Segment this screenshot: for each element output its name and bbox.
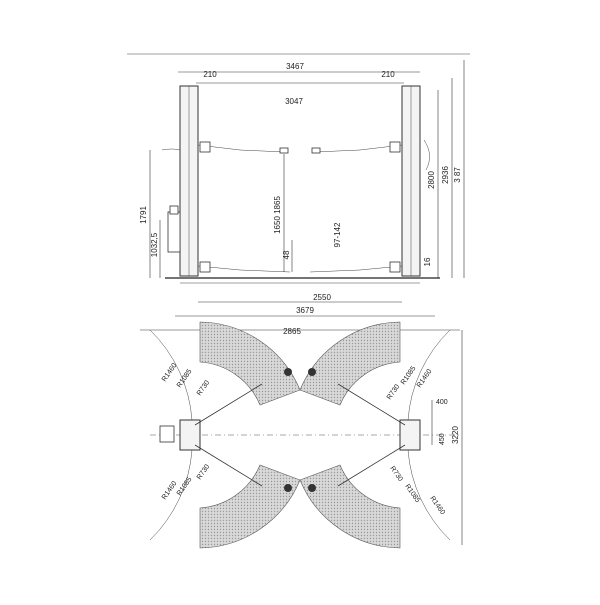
right-pad-upper: [311, 147, 321, 154]
left-arm-upper: [197, 144, 286, 153]
label-r-right-top-mid: R1085: [400, 365, 418, 386]
label-r-right-bot-inner: R730: [388, 465, 403, 483]
dim-min-height-a: 48: [282, 250, 291, 259]
motor-cap: [169, 205, 179, 215]
dim-swing-width: 2865: [283, 327, 301, 336]
label-r-left-bot-outer: R1460: [161, 480, 179, 501]
label-r-left-bot-inner: R730: [196, 463, 211, 481]
pad-right-top: [308, 368, 316, 376]
left-arm-lower: [197, 265, 291, 273]
right-arm-lower: [309, 265, 403, 273]
left-pad-upper: [279, 147, 289, 154]
label-r-left-top-inner: R730: [196, 379, 211, 397]
label-r-left-bot-mid: R1085: [176, 476, 194, 497]
label-r-right-bot-outer: R1460: [428, 495, 446, 516]
arm-left-bottom: [194, 444, 263, 487]
label-r-right-top-inner: R730: [386, 383, 401, 401]
arm-left-top: [194, 383, 263, 426]
motor-top-view: [159, 425, 175, 443]
label-r-left-top-outer: R1460: [161, 362, 179, 383]
arc-left-top-outer: [149, 329, 193, 421]
dim-total-height-b: 2936: [441, 166, 450, 184]
dim-depth-b: 450: [439, 433, 446, 445]
arm-right-bottom: [337, 444, 406, 487]
dim-depth-a: 400: [436, 399, 448, 406]
dim-min-height-b: 97-142: [333, 222, 342, 247]
dim-inner-width: 3047: [285, 97, 303, 106]
pad-left-bottom: [284, 484, 292, 492]
dim-base-right: 16: [423, 257, 432, 266]
arm-right-top: [337, 383, 406, 426]
swing-area-left-bottom: [199, 464, 301, 549]
front-view: 3467 210 210 3047 1791 1032,5: [127, 53, 470, 317]
dim-depth-total: 3220: [451, 426, 460, 444]
dim-post-left: 210: [203, 70, 217, 79]
pad-right-bottom: [308, 484, 316, 492]
dim-total-height-a: 2800: [427, 171, 436, 189]
label-r-left-top-mid: R1085: [176, 368, 194, 389]
left-post-top-view: [179, 419, 201, 451]
arc-right-bottom-outer: [407, 449, 451, 541]
right-carriage-upper: [389, 141, 401, 153]
hose: [161, 148, 181, 151]
swing-area-right-bottom: [299, 464, 401, 549]
pad-left-top: [284, 368, 292, 376]
dim-post-right: 210: [381, 70, 395, 79]
dim-overall-width: 3467: [286, 62, 304, 71]
swing-area-right-top: [299, 321, 401, 406]
cable-right: [423, 139, 430, 171]
right-carriage-lower: [389, 261, 401, 273]
arc-right-top-outer: [407, 329, 451, 421]
top-view: 2865 R1460 R1085 R730 R1460 R1085 R730: [140, 321, 463, 549]
motor-unit: [167, 211, 181, 253]
label-r-right-top-outer: R1460: [416, 368, 434, 389]
dim-drive-through: 2550: [313, 293, 331, 302]
right-post-top-view: [399, 419, 421, 451]
right-arm-upper: [314, 144, 403, 153]
dim-left-height: 1791: [139, 206, 148, 224]
dim-lift-range: 1650 1865: [273, 196, 282, 234]
dim-motor-height: 1032,5: [150, 232, 159, 257]
dim-total-height-c: 3 87: [453, 167, 462, 183]
dim-base-width: 3679: [296, 306, 314, 315]
left-carriage-lower: [199, 261, 211, 273]
left-carriage-upper: [199, 141, 211, 153]
arc-left-bottom-outer: [149, 449, 193, 541]
